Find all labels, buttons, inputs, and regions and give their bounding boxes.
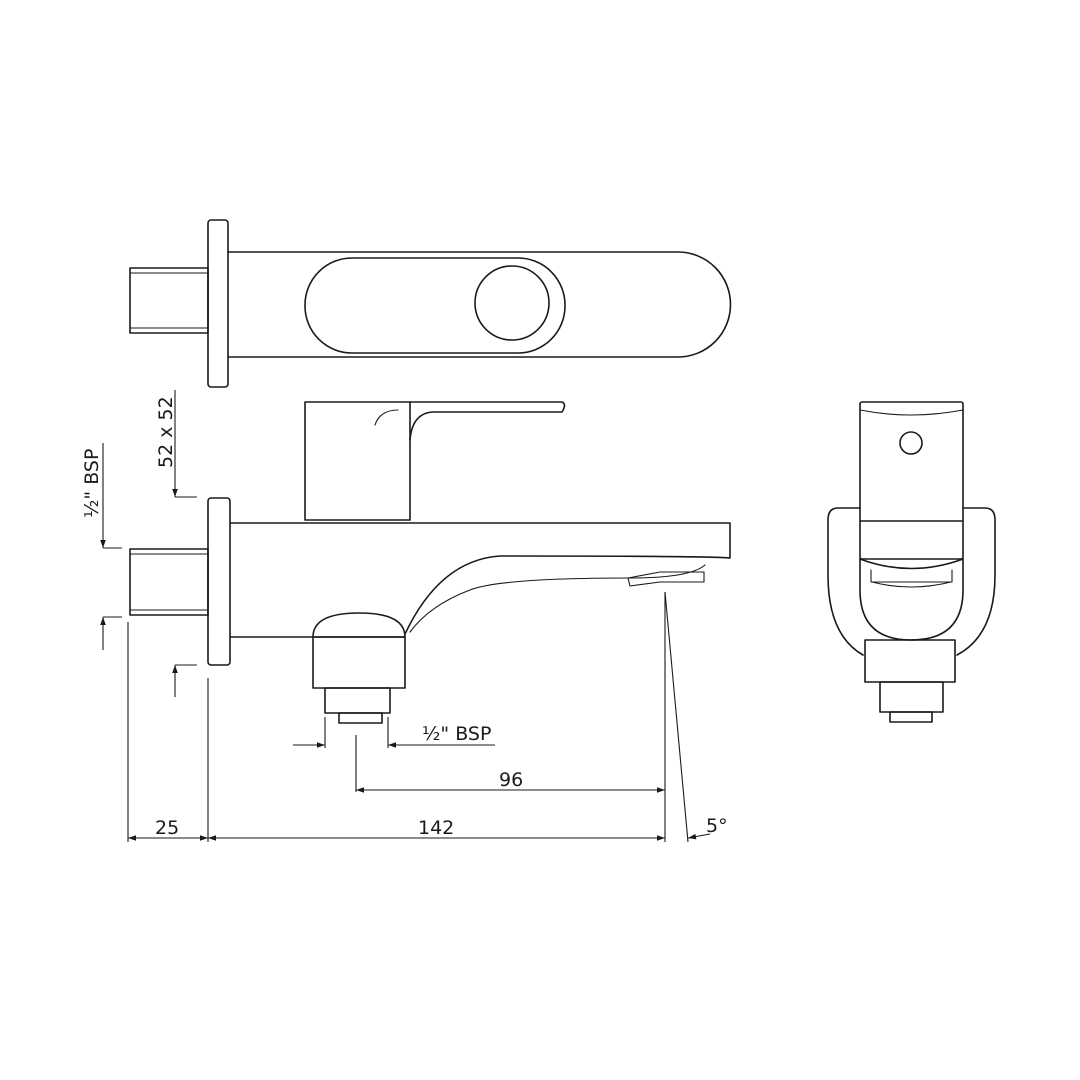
dim-outlet-spout: 96 <box>499 769 523 791</box>
top-view <box>129 219 732 388</box>
front-handle <box>859 401 964 560</box>
front-aerator-mesh <box>871 581 952 588</box>
inlet-pipe-side <box>129 548 209 616</box>
front-view <box>827 401 996 723</box>
front-indicator <box>899 431 923 455</box>
lever-arm <box>409 401 566 441</box>
wall-plate-top <box>207 219 229 388</box>
dim-angle: 5° <box>706 815 728 837</box>
front-outlet <box>864 639 956 683</box>
dim-inlet-thread: ½" BSP <box>81 449 103 518</box>
bracket-right <box>956 507 996 656</box>
dimensions: 52 x 52 ½" BSP 25 142 96 5° ½" BSP <box>81 390 728 843</box>
cartridge-circle <box>474 265 550 341</box>
spout-outer <box>229 522 731 635</box>
side-view <box>129 401 731 724</box>
lever-oval <box>304 257 566 354</box>
diverter-dome <box>312 612 406 638</box>
handle-body <box>304 401 411 521</box>
inlet-pipe-top <box>129 267 209 334</box>
wall-plate-side <box>207 497 231 666</box>
front-nut <box>879 681 944 713</box>
dim-overall: 142 <box>418 817 454 839</box>
outlet-thread <box>338 712 383 724</box>
dim-wall-plate: 52 x 52 <box>155 396 177 468</box>
outlet-nut <box>324 687 391 714</box>
dim-outlet-thread: ½" BSP <box>422 723 491 745</box>
aerator <box>627 571 705 587</box>
spout-inner <box>409 564 706 633</box>
dim-projection: 25 <box>155 817 179 839</box>
body-top <box>227 251 732 358</box>
bracket-left <box>827 507 864 656</box>
outlet-body <box>312 636 406 689</box>
